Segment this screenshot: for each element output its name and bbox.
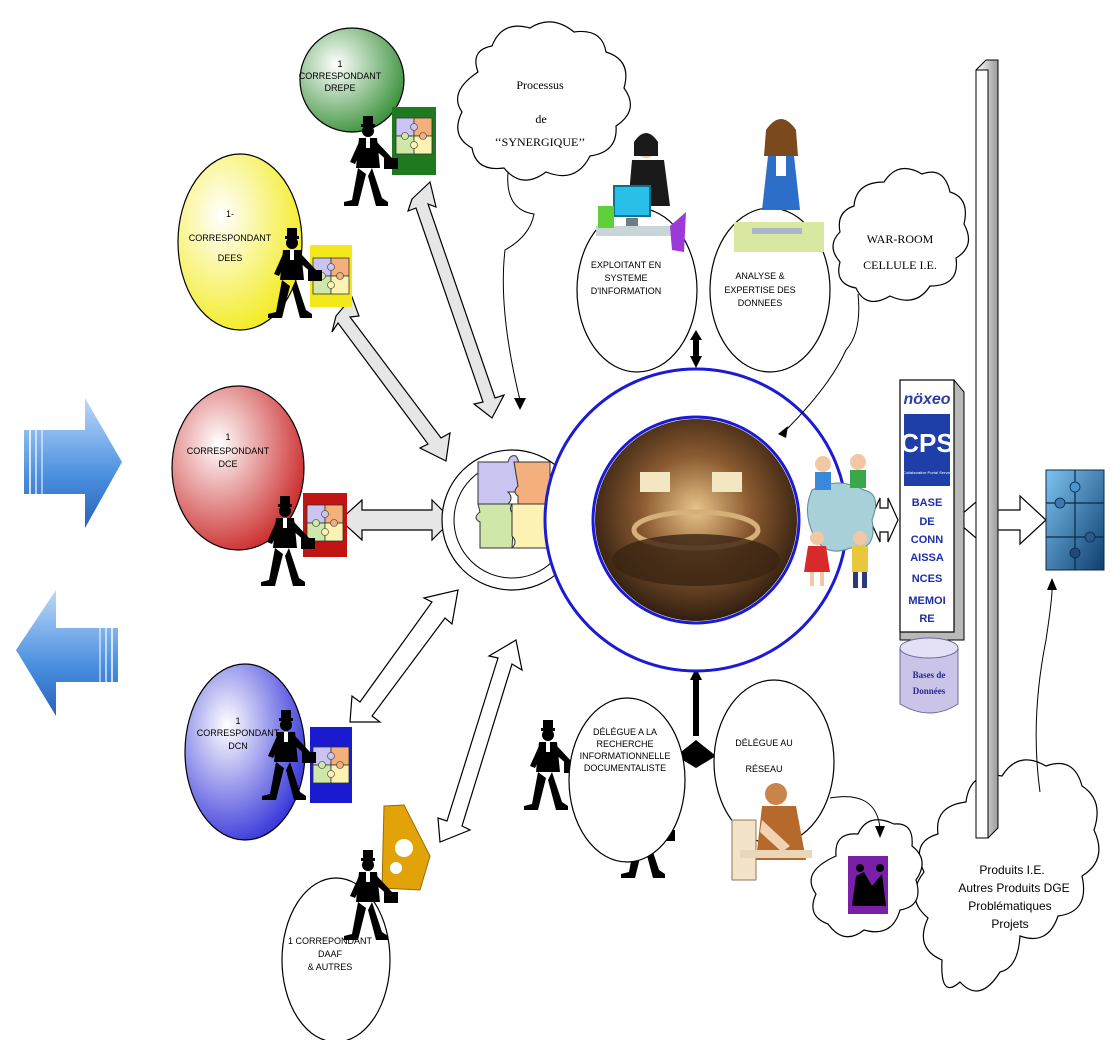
svg-text:DONNEES: DONNEES <box>738 298 783 308</box>
arrow-center-exploitant <box>690 330 702 368</box>
svg-text:Collaborative Portal Server: Collaborative Portal Server <box>903 470 951 475</box>
svg-text:DOCUMENTALISTE: DOCUMENTALISTE <box>584 763 666 773</box>
puzzle-piece-icon <box>381 804 431 891</box>
svg-text:Problématiques: Problématiques <box>968 899 1051 913</box>
svg-text:DAAF: DAAF <box>318 949 343 959</box>
arrow-tower-puzzle <box>954 494 1047 546</box>
svg-text:Produits I.E.: Produits I.E. <box>979 863 1044 877</box>
svg-text:1: 1 <box>235 716 240 726</box>
svg-text:EXPLOITANT EN: EXPLOITANT EN <box>591 260 661 270</box>
svg-text:CORRESPONDANT: CORRESPONDANT <box>299 71 382 81</box>
blue-puzzle-icon <box>1045 469 1105 571</box>
cps-logo: CPS <box>900 428 953 458</box>
cloud-produits: Produits I.E. Autres Produits DGE Problé… <box>914 578 1100 992</box>
synergy-hub <box>441 449 583 591</box>
svg-text:DÉLÉGUE AU: DÉLÉGUE AU <box>735 738 793 748</box>
svg-text:MEMOI: MEMOI <box>908 595 945 607</box>
information-bus-tower <box>975 59 999 839</box>
svg-text:DEES: DEES <box>218 253 243 263</box>
correspondent-daaf: 1 CORREPONDANT DAAF & AUTRES <box>281 877 391 1040</box>
svg-text:1 CORREPONDANT: 1 CORREPONDANT <box>288 936 373 946</box>
arrow-people-server <box>869 497 899 543</box>
database-cylinder-icon: Bases de Données <box>899 637 959 714</box>
svg-text:1: 1 <box>225 432 230 442</box>
arrow-dees-hub <box>331 295 451 462</box>
svg-text:DÉLÉGUE A LA: DÉLÉGUE A LA <box>593 727 657 737</box>
cloud-processus: Processus de ‘‘SYNERGIQUE’’ <box>457 21 631 410</box>
noxeo-logo: nöxeo <box>903 391 950 408</box>
svg-text:de: de <box>535 112 546 126</box>
headset-operator-icon <box>734 119 824 252</box>
svg-text:CORRESPONDANT: CORRESPONDANT <box>197 728 280 738</box>
people-puzzle-icon <box>804 454 877 588</box>
svg-text:CONN: CONN <box>911 534 943 546</box>
svg-text:CORRESPONDANT: CORRESPONDANT <box>189 233 272 243</box>
correspondent-dees: 1- CORRESPONDANT DEES <box>177 153 303 331</box>
arrow-dce-hub <box>339 498 453 542</box>
arrow-daaf-hub <box>437 639 523 843</box>
svg-text:D'INFORMATION: D'INFORMATION <box>591 286 662 296</box>
svg-text:DE: DE <box>919 516 934 528</box>
svg-text:EXPERTISE DES: EXPERTISE DES <box>724 285 795 295</box>
svg-text:RÉSEAU: RÉSEAU <box>745 764 782 774</box>
puzzle-icon <box>392 107 436 175</box>
svg-text:Autres Produits DGE: Autres Produits DGE <box>958 881 1069 895</box>
svg-text:CELLULE I.E.: CELLULE I.E. <box>863 258 937 272</box>
correspondent-dce: 1 CORRESPONDANT DCE <box>171 385 305 551</box>
correspondent-drepe: 1 CORRESPONDANT DREPE <box>299 27 405 133</box>
svg-text:Processus: Processus <box>516 78 564 92</box>
svg-text:Projets: Projets <box>991 917 1028 931</box>
cloud-war-room: WAR-ROOM CELLULE I.E. <box>778 167 970 438</box>
svg-text:1-: 1- <box>226 209 234 219</box>
svg-text:AISSA: AISSA <box>910 552 944 564</box>
computer-operator-icon <box>596 133 686 252</box>
svg-text:Données: Données <box>913 686 946 696</box>
side-arrow-right <box>24 398 122 528</box>
meeting-room-photo <box>595 419 797 621</box>
svg-text:NCES: NCES <box>912 573 943 585</box>
puzzle-icon <box>475 455 551 549</box>
svg-text:1: 1 <box>337 59 342 69</box>
svg-text:& AUTRES: & AUTRES <box>308 962 353 972</box>
svg-text:Bases de: Bases de <box>913 670 946 680</box>
svg-text:SYSTEME: SYSTEME <box>604 273 647 283</box>
role-exploitant: EXPLOITANT EN SYSTEME D'INFORMATION <box>576 207 698 373</box>
central-meeting-circle <box>543 367 849 673</box>
cloud-handshake <box>810 796 923 938</box>
svg-text:‘‘SYNERGIQUE’’: ‘‘SYNERGIQUE’’ <box>495 135 586 149</box>
svg-text:RE: RE <box>919 613 934 625</box>
svg-text:CORRESPONDANT: CORRESPONDANT <box>187 446 270 456</box>
svg-text:RECHERCHE: RECHERCHE <box>596 739 653 749</box>
arrow-drepe-hub <box>407 180 506 419</box>
svg-text:ANALYSE &: ANALYSE & <box>735 271 784 281</box>
network-operator-icon <box>731 783 812 881</box>
knowledge-base-server: nöxeo CPS Collaborative Portal Server BA… <box>899 379 965 641</box>
svg-text:WAR-ROOM: WAR-ROOM <box>867 232 934 246</box>
svg-text:DREPE: DREPE <box>324 83 355 93</box>
handshake-icon <box>848 856 888 914</box>
side-arrow-left <box>16 590 118 716</box>
svg-text:DCN: DCN <box>228 741 248 751</box>
puzzle-icon <box>310 727 352 803</box>
arrow-dcn-hub <box>349 589 459 723</box>
svg-text:DCE: DCE <box>218 459 237 469</box>
svg-text:BASE: BASE <box>912 497 943 509</box>
arrow-center-delegues <box>676 668 716 768</box>
vertical-arrows <box>676 330 716 768</box>
svg-text:INFORMATIONNELLE: INFORMATIONNELLE <box>580 751 671 761</box>
role-delegue-recherche: DÉLÉGUE A LA RECHERCHE INFORMATIONNELLE … <box>568 697 686 863</box>
